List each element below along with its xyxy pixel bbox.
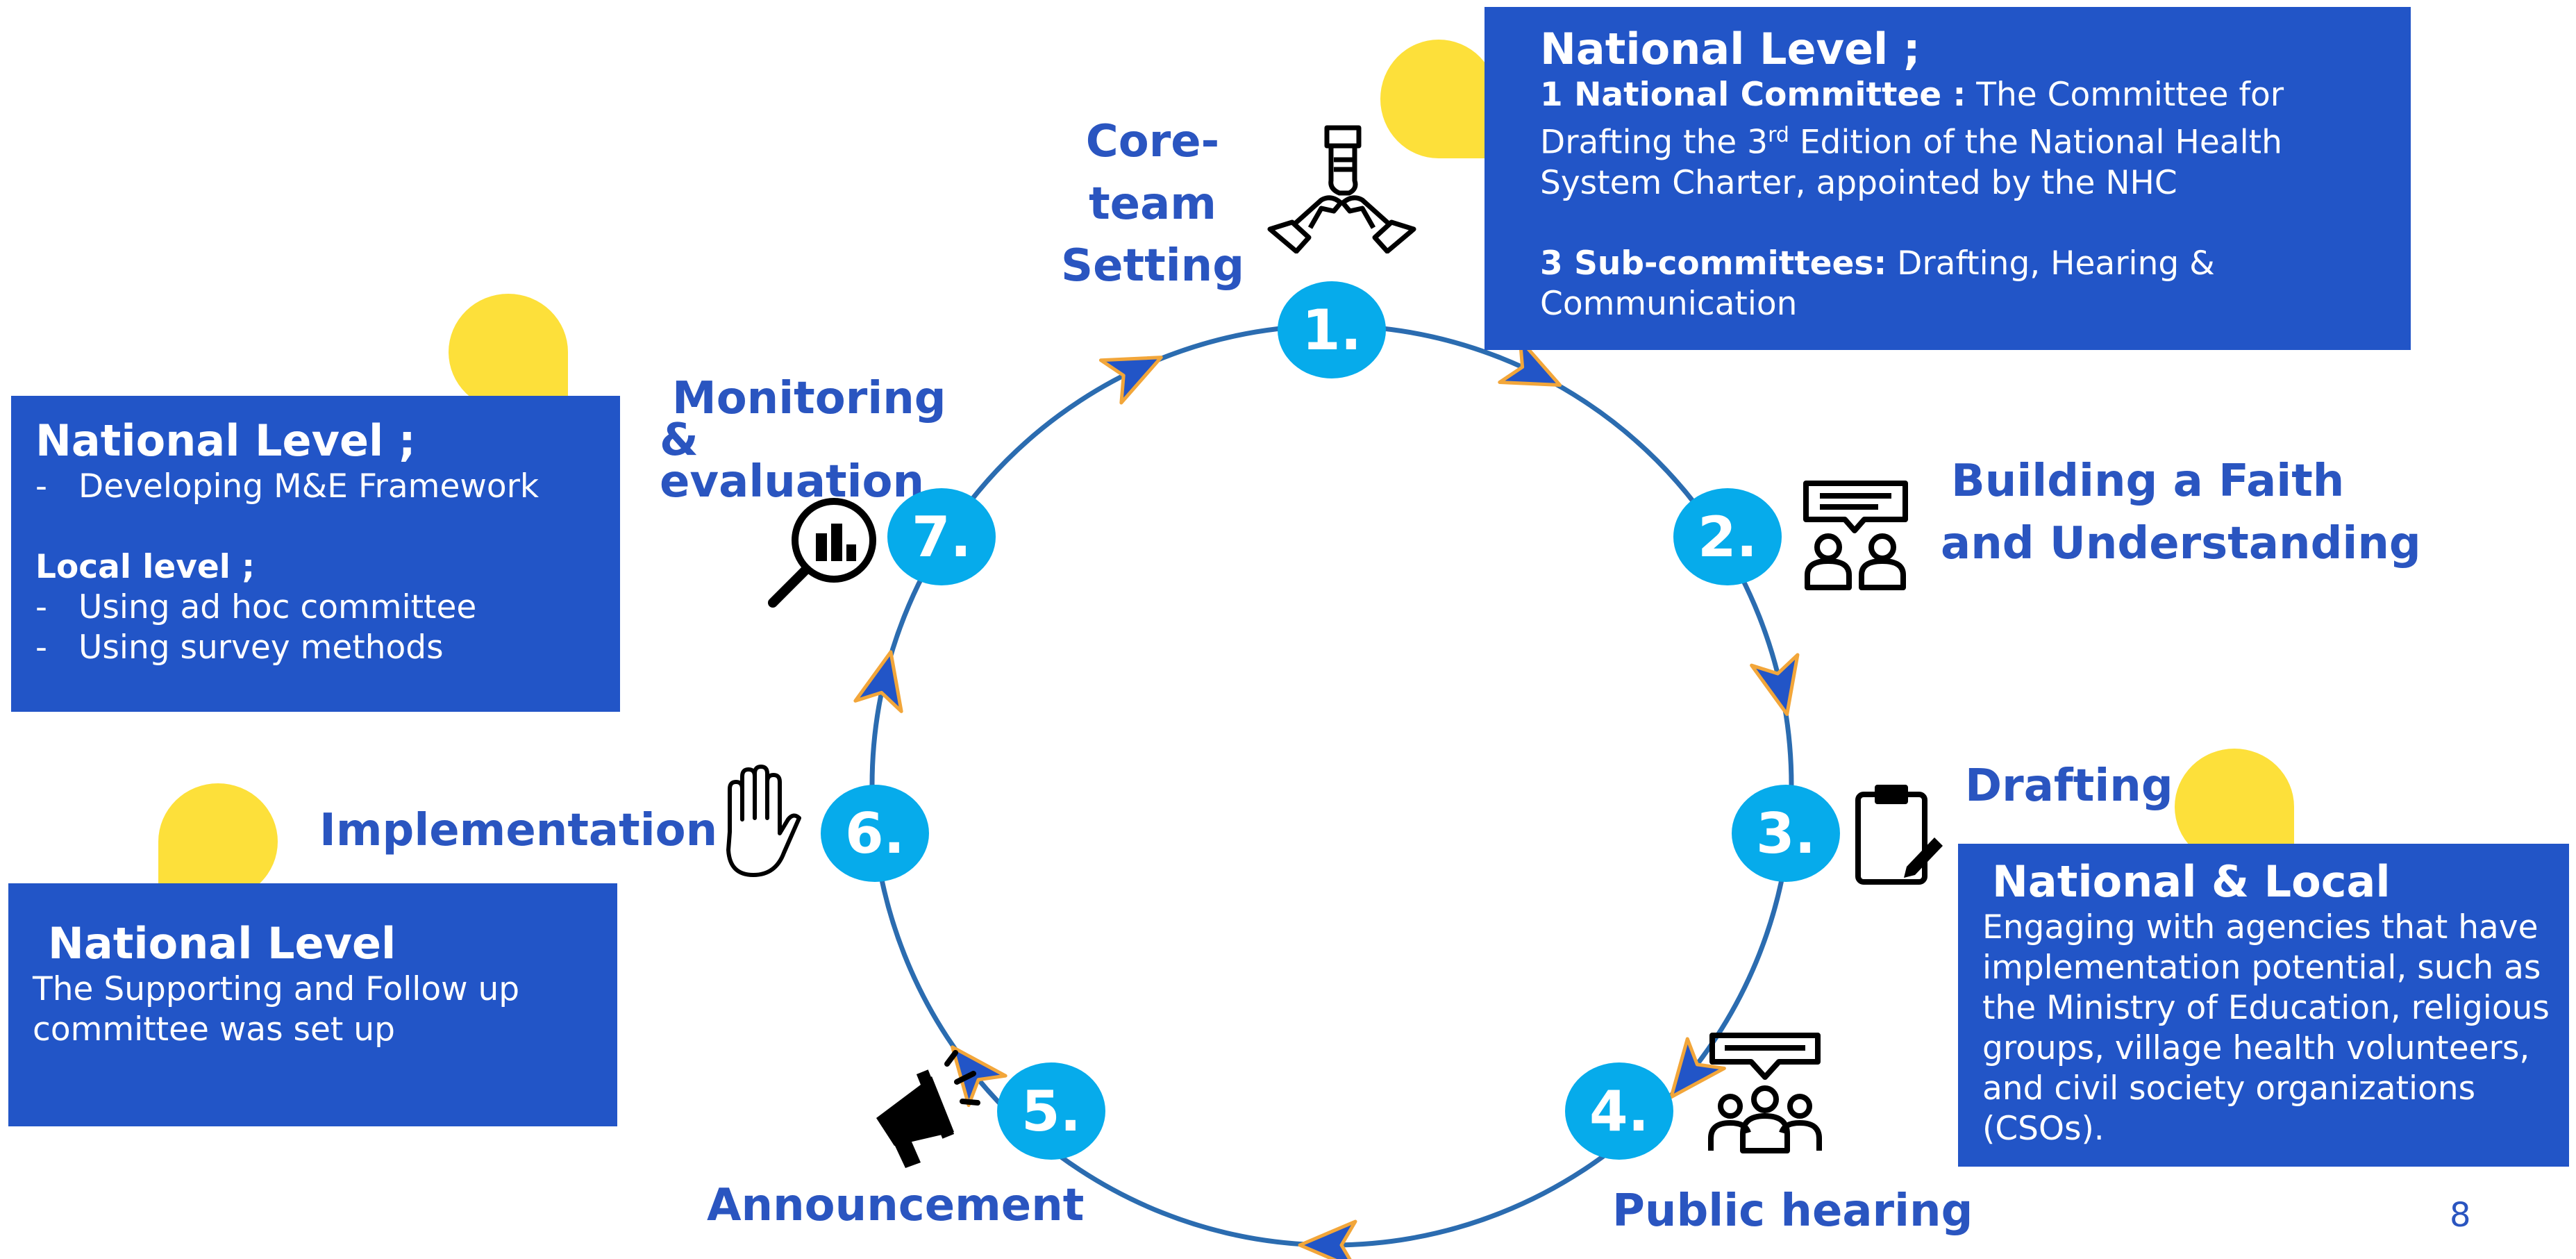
list-item: -Developing M&E Framework: [35, 467, 540, 506]
panel-text: Engaging with agencies that have impleme…: [1982, 908, 2550, 1149]
panel-implementation: National Level The Supporting and Follow…: [8, 883, 617, 1126]
list-item: -Using survey methods: [35, 628, 444, 667]
direction-arrow: [1498, 337, 1562, 387]
group-speech-icon: [1708, 1033, 1822, 1153]
panel-drafting: National & Local Engaging with agencies …: [1958, 844, 2569, 1167]
direction-arrow: [1298, 1219, 1357, 1259]
speech-bubble-decoration: [449, 294, 568, 410]
step-5-circle: 5.: [997, 1062, 1105, 1160]
step-3-circle: 3.: [1732, 785, 1840, 882]
step-label: Drafting: [1965, 760, 2173, 812]
step-label: Building a Faith and Understanding: [1941, 456, 2421, 569]
direction-arrow: [1750, 653, 1800, 717]
step-label: Core-team Setting: [1061, 116, 1244, 292]
speech-bubble-decoration: [158, 783, 278, 900]
page-number: 8: [2450, 1196, 2471, 1235]
panel-text: 1 National Committee : The Committee for…: [1540, 76, 2284, 203]
panel-heading: National Level ;: [1540, 24, 1921, 74]
panel-heading: National Level: [48, 918, 396, 969]
clipboard-pen-icon: [1855, 785, 1943, 885]
step-label: Implementation: [319, 805, 718, 856]
step-7-circle: 7.: [887, 488, 996, 585]
magnifier-chart-icon: [768, 498, 876, 608]
panel-text: 3 Sub-committees: Drafting, Hearing & Co…: [1540, 244, 2215, 324]
step-label: Monitoring & evaluation: [660, 373, 946, 508]
direction-arrow: [853, 650, 903, 713]
panel-text: The Supporting and Follow up committee w…: [33, 970, 520, 1049]
direction-arrow: [951, 1045, 1007, 1108]
speech-bubble-decoration: [1380, 40, 1497, 158]
step-1-circle: 1.: [1278, 281, 1386, 378]
panel-heading: National & Local: [1992, 856, 2391, 907]
step-6-circle: 6.: [821, 785, 929, 882]
step-4-circle: 4.: [1565, 1062, 1673, 1160]
step-label: Announcement: [707, 1180, 1085, 1231]
panel-heading: National Level ;: [35, 415, 416, 466]
step-2-circle: 2.: [1673, 488, 1782, 585]
panel-subheading: Local level ;: [35, 548, 256, 587]
subcommittee-label: 3 Sub-committees:: [1540, 244, 1887, 283]
list-item: -Using ad hoc committee: [35, 588, 477, 627]
people-chat-icon: [1803, 481, 1908, 590]
committee-label: 1 National Committee :: [1540, 76, 1966, 115]
raised-hand-icon: [726, 765, 801, 877]
step-label: Public hearing: [1612, 1185, 1973, 1237]
megaphone-icon: [876, 1050, 980, 1168]
hands-together-icon: [1267, 125, 1416, 253]
panel-monitoring: National Level ; -Developing M&E Framewo…: [11, 396, 620, 712]
direction-arrow: [1098, 356, 1163, 405]
direction-arrow: [1669, 1037, 1726, 1099]
panel-core-team: National Level ; 1 National Committee : …: [1484, 7, 2411, 350]
